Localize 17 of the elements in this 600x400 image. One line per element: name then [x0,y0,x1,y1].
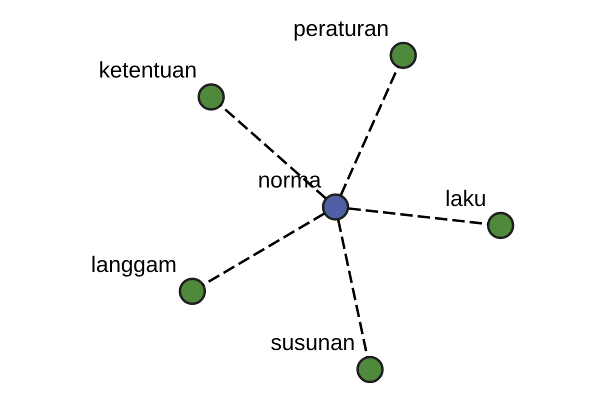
node-label: norma [257,168,321,193]
connector [336,219,368,358]
node-circle [389,42,416,70]
node-circle [197,83,224,111]
connector [219,104,326,200]
node-circle [321,193,349,221]
node-label: laku [444,186,486,212]
connector [202,212,324,286]
node-circle [178,278,206,305]
connector [348,207,488,226]
node-label: langgam [90,252,176,277]
node-label: peraturan [292,16,388,41]
node-label: ketentuan [98,58,196,83]
node-label: susunan [270,330,355,356]
connector [339,66,399,196]
node-circle [486,212,514,240]
node-circle [356,356,384,384]
